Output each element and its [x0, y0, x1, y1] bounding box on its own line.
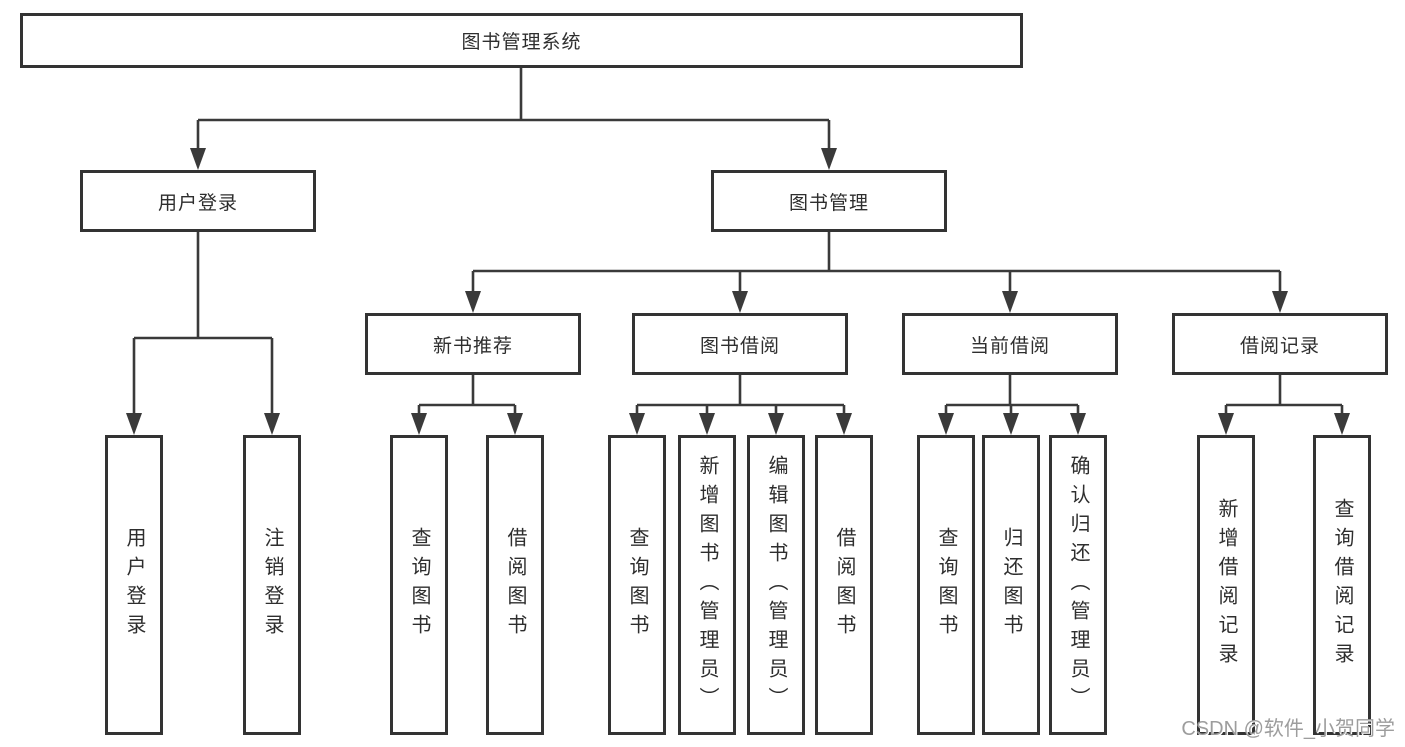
arrowhead — [465, 291, 481, 313]
node-new-book-recommend-label: 新书推荐 — [432, 335, 513, 357]
arrowhead — [1002, 291, 1018, 313]
leaf-current-query-books: 查询图书 — [917, 435, 975, 735]
leaf-add-borrow-record-label: 新增借阅记录 — [1215, 498, 1237, 672]
node-current-borrowing-label: 当前借阅 — [969, 335, 1050, 357]
arrowhead — [629, 413, 645, 435]
leaf-borrow-books-label: 借阅图书 — [833, 527, 855, 643]
leaf-confirm-return-admin: 确认归还（管理员） — [1049, 435, 1107, 735]
node-book-management: 图书管理 — [711, 170, 947, 232]
leaf-add-books-admin: 新增图书（管理员） — [678, 435, 736, 735]
leaf-add-books-admin-label: 新增图书（管理员） — [696, 454, 718, 716]
node-root-label: 图书管理系统 — [461, 32, 582, 53]
connector-book-management-children — [465, 232, 1288, 313]
connector-user-login-children — [126, 232, 280, 435]
leaf-logout-label: 注销登录 — [261, 527, 283, 643]
leaf-return-books-label: 归还图书 — [1000, 527, 1022, 643]
node-user-login: 用户登录 — [80, 170, 316, 232]
leaf-confirm-return-admin-label: 确认归还（管理员） — [1067, 454, 1089, 716]
leaf-add-borrow-record: 新增借阅记录 — [1197, 435, 1255, 735]
arrowhead — [126, 413, 142, 435]
arrowhead — [768, 413, 784, 435]
arrowhead — [1272, 291, 1288, 313]
connector-new-book-recommend-children — [411, 375, 523, 435]
arrowhead — [732, 291, 748, 313]
node-root: 图书管理系统 — [20, 13, 1023, 68]
arrowhead — [938, 413, 954, 435]
arrowhead — [1070, 413, 1086, 435]
arrowhead — [411, 413, 427, 435]
connector-root-to-level2 — [190, 68, 837, 170]
node-current-borrowing: 当前借阅 — [902, 313, 1118, 375]
arrowhead — [1334, 413, 1350, 435]
node-borrowing-records: 借阅记录 — [1172, 313, 1388, 375]
arrowhead — [836, 413, 852, 435]
leaf-borrow-books: 借阅图书 — [815, 435, 873, 735]
node-borrowing-records-label: 借阅记录 — [1239, 335, 1320, 357]
arrowhead — [1003, 413, 1019, 435]
connector-borrowing-records-children — [1218, 375, 1350, 435]
connector-current-borrowing-children — [938, 375, 1086, 435]
node-book-borrowing-label: 图书借阅 — [699, 335, 780, 357]
leaf-edit-books-admin: 编辑图书（管理员） — [747, 435, 805, 735]
arrowhead — [507, 413, 523, 435]
node-new-book-recommend: 新书推荐 — [365, 313, 581, 375]
arrowhead — [190, 148, 206, 170]
csdn-watermark: CSDN @软件_小贺同学 — [1181, 718, 1395, 740]
leaf-recommend-borrow-books: 借阅图书 — [486, 435, 544, 735]
node-book-management-label: 图书管理 — [788, 192, 869, 214]
arrowhead — [699, 413, 715, 435]
leaf-user-login: 用户登录 — [105, 435, 163, 735]
connector-book-borrowing-children — [629, 375, 852, 435]
arrowhead — [264, 413, 280, 435]
leaf-recommend-query-books-label: 查询图书 — [408, 527, 430, 643]
arrowhead — [821, 148, 837, 170]
leaf-query-borrow-record: 查询借阅记录 — [1313, 435, 1371, 735]
leaf-user-login-label: 用户登录 — [123, 527, 145, 643]
arrowhead — [1218, 413, 1234, 435]
leaf-return-books: 归还图书 — [982, 435, 1040, 735]
leaf-recommend-query-books: 查询图书 — [390, 435, 448, 735]
leaf-borrowing-query-books: 查询图书 — [608, 435, 666, 735]
leaf-edit-books-admin-label: 编辑图书（管理员） — [765, 454, 787, 716]
leaf-query-borrow-record-label: 查询借阅记录 — [1331, 498, 1353, 672]
leaf-current-query-books-label: 查询图书 — [935, 527, 957, 643]
node-book-borrowing: 图书借阅 — [632, 313, 848, 375]
leaf-borrowing-query-books-label: 查询图书 — [626, 527, 648, 643]
node-user-login-label: 用户登录 — [157, 192, 238, 214]
leaf-recommend-borrow-books-label: 借阅图书 — [504, 527, 526, 643]
leaf-logout: 注销登录 — [243, 435, 301, 735]
